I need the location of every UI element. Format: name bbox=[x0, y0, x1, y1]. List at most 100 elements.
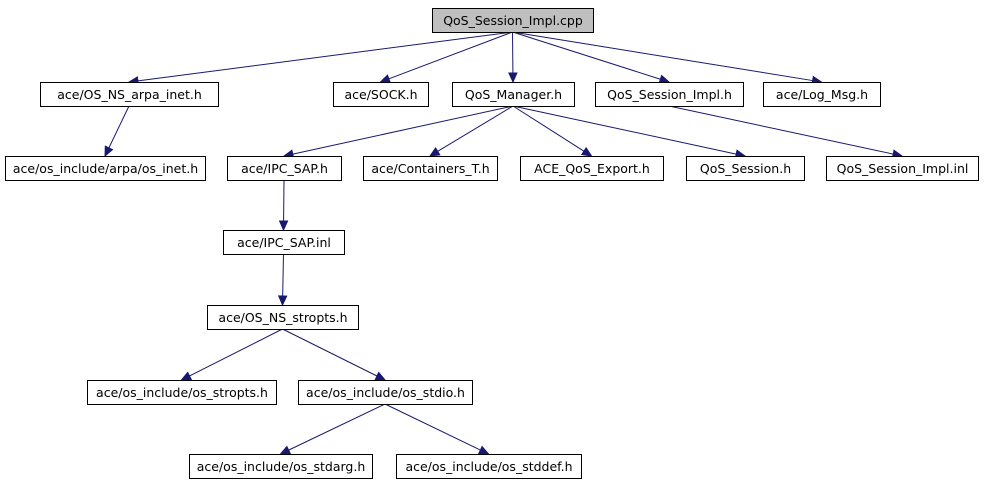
node-label: ace/Containers_T.h bbox=[371, 161, 489, 176]
arrowhead-icon bbox=[374, 371, 387, 381]
edge-qosmgr-to-qosexport bbox=[512, 105, 593, 157]
nodes-layer: QoS_Session_Impl.cpp ace/OS_NS_arpa_inet.… bbox=[5, 8, 979, 479]
edge-osstdio-to-osstddef bbox=[384, 403, 490, 455]
edge-line bbox=[282, 328, 378, 377]
edge-line bbox=[512, 105, 585, 152]
node-containers[interactable]: ace/Containers_T.h bbox=[363, 156, 498, 181]
edge-stropts-to-osstdio bbox=[282, 328, 387, 381]
node-label: ace/os_include/os_stropts.h bbox=[96, 385, 268, 400]
arrowhead-icon bbox=[580, 146, 593, 157]
arrowhead-icon bbox=[104, 145, 114, 158]
edge-line bbox=[288, 403, 386, 451]
node-qsimplinl[interactable]: QoS_Session_Impl.inl bbox=[826, 156, 979, 181]
node-ipcsap[interactable]: ace/IPC_SAP.h bbox=[227, 156, 342, 181]
arrowhead-icon bbox=[379, 74, 392, 84]
edge-arpa-to-osinet bbox=[104, 105, 130, 158]
node-label: QoS_Manager.h bbox=[465, 87, 562, 102]
node-osstdio[interactable]: ace/os_include/os_stdio.h bbox=[298, 380, 473, 405]
arrowhead-icon bbox=[180, 371, 193, 381]
node-label: QoS_Session_Impl.h bbox=[607, 87, 732, 102]
arrowhead-icon bbox=[508, 72, 518, 84]
edge-qosmgr-to-qossession bbox=[512, 105, 747, 159]
node-label: ace/os_include/os_stddef.h bbox=[405, 459, 572, 474]
edge-root-to-qsimplh bbox=[512, 31, 671, 84]
node-box[interactable] bbox=[396, 454, 582, 479]
edge-root-to-arpa bbox=[127, 31, 513, 86]
node-label: ace/os_include/os_stdarg.h bbox=[197, 459, 366, 474]
edge-line bbox=[512, 31, 661, 80]
node-ipcsapinl[interactable]: ace/IPC_SAP.inl bbox=[223, 230, 345, 255]
node-box[interactable] bbox=[826, 156, 979, 181]
node-box[interactable] bbox=[5, 156, 206, 181]
edge-line bbox=[437, 105, 514, 152]
edge-line bbox=[388, 31, 513, 80]
edge-line bbox=[108, 105, 130, 149]
node-box[interactable] bbox=[686, 156, 805, 181]
node-qsimplh[interactable]: QoS_Session_Impl.h bbox=[595, 82, 744, 107]
node-box[interactable] bbox=[595, 82, 744, 107]
node-label: ace/os_include/arpa/os_inet.h bbox=[13, 161, 198, 176]
node-osstropts[interactable]: ace/os_include/os_stropts.h bbox=[87, 380, 277, 405]
arrowhead-icon bbox=[278, 220, 289, 232]
arrowhead-icon bbox=[277, 295, 288, 307]
node-osstdarg[interactable]: ace/os_include/os_stdarg.h bbox=[189, 454, 373, 479]
edge-line bbox=[137, 31, 513, 82]
node-box[interactable] bbox=[763, 82, 881, 107]
node-label: QoS_Session_Impl.inl bbox=[837, 161, 969, 176]
node-box[interactable] bbox=[227, 156, 342, 181]
node-box[interactable] bbox=[207, 305, 359, 330]
node-sock[interactable]: ace/SOCK.h bbox=[333, 82, 429, 107]
node-box[interactable] bbox=[452, 82, 575, 107]
edge-root-to-logmsg bbox=[512, 31, 823, 86]
edge-line bbox=[189, 328, 283, 377]
edge-qosmgr-to-ipcsap bbox=[282, 105, 514, 159]
node-qossession[interactable]: QoS_Session.h bbox=[686, 156, 805, 181]
node-qosmgr[interactable]: QoS_Manager.h bbox=[452, 82, 575, 107]
node-logmsg[interactable]: ace/Log_Msg.h bbox=[763, 82, 881, 107]
node-box[interactable] bbox=[189, 454, 373, 479]
arrowhead-icon bbox=[658, 74, 671, 84]
node-box[interactable] bbox=[520, 156, 664, 181]
edge-line bbox=[668, 105, 894, 155]
node-qosexport[interactable]: ACE_QoS_Export.h bbox=[520, 156, 664, 181]
node-label: ace/SOCK.h bbox=[344, 87, 417, 102]
node-label: ace/Log_Msg.h bbox=[776, 87, 868, 102]
edge-line bbox=[282, 253, 284, 297]
arrowhead-icon bbox=[428, 146, 441, 157]
node-label: ace/OS_NS_stropts.h bbox=[218, 310, 347, 325]
edge-root-to-sock bbox=[379, 31, 513, 84]
node-box[interactable] bbox=[333, 82, 429, 107]
node-label: ace/os_include/os_stdio.h bbox=[306, 385, 465, 400]
node-label: ace/OS_NS_arpa_inet.h bbox=[57, 87, 202, 102]
edge-line bbox=[384, 403, 481, 451]
edge-ipcsap-to-ipcsapinl bbox=[278, 179, 289, 232]
node-label: ace/IPC_SAP.inl bbox=[237, 235, 331, 250]
edge-stropts-to-osstropts bbox=[180, 328, 283, 381]
node-osstddef[interactable]: ace/os_include/os_stddef.h bbox=[396, 454, 582, 479]
edge-root-to-qosmgr bbox=[508, 31, 518, 84]
node-root[interactable]: QoS_Session_Impl.cpp bbox=[432, 8, 594, 33]
node-label: QoS_Session_Impl.cpp bbox=[443, 13, 583, 28]
node-stropts[interactable]: ace/OS_NS_stropts.h bbox=[207, 305, 359, 330]
edge-osstdio-to-osstdarg bbox=[279, 403, 386, 455]
edge-line bbox=[292, 105, 514, 155]
node-box[interactable] bbox=[87, 380, 277, 405]
edge-qosmgr-to-containers bbox=[428, 105, 514, 157]
arrowhead-icon bbox=[477, 445, 490, 455]
edge-line bbox=[512, 31, 813, 82]
node-label: ace/IPC_SAP.h bbox=[241, 161, 328, 176]
edge-ipcsapinl-to-stropts bbox=[277, 253, 288, 307]
node-osinet[interactable]: ace/os_include/arpa/os_inet.h bbox=[5, 156, 206, 181]
edge-line bbox=[512, 105, 737, 155]
node-box[interactable] bbox=[363, 156, 498, 181]
arrowhead-icon bbox=[279, 445, 292, 455]
edges-layer bbox=[104, 31, 904, 455]
node-box[interactable] bbox=[432, 8, 594, 33]
node-box[interactable] bbox=[223, 230, 345, 255]
node-box[interactable] bbox=[40, 82, 219, 107]
node-arpa[interactable]: ace/OS_NS_arpa_inet.h bbox=[40, 82, 219, 107]
node-box[interactable] bbox=[298, 380, 473, 405]
node-label: QoS_Session.h bbox=[700, 161, 791, 176]
node-label: ACE_QoS_Export.h bbox=[534, 161, 650, 176]
